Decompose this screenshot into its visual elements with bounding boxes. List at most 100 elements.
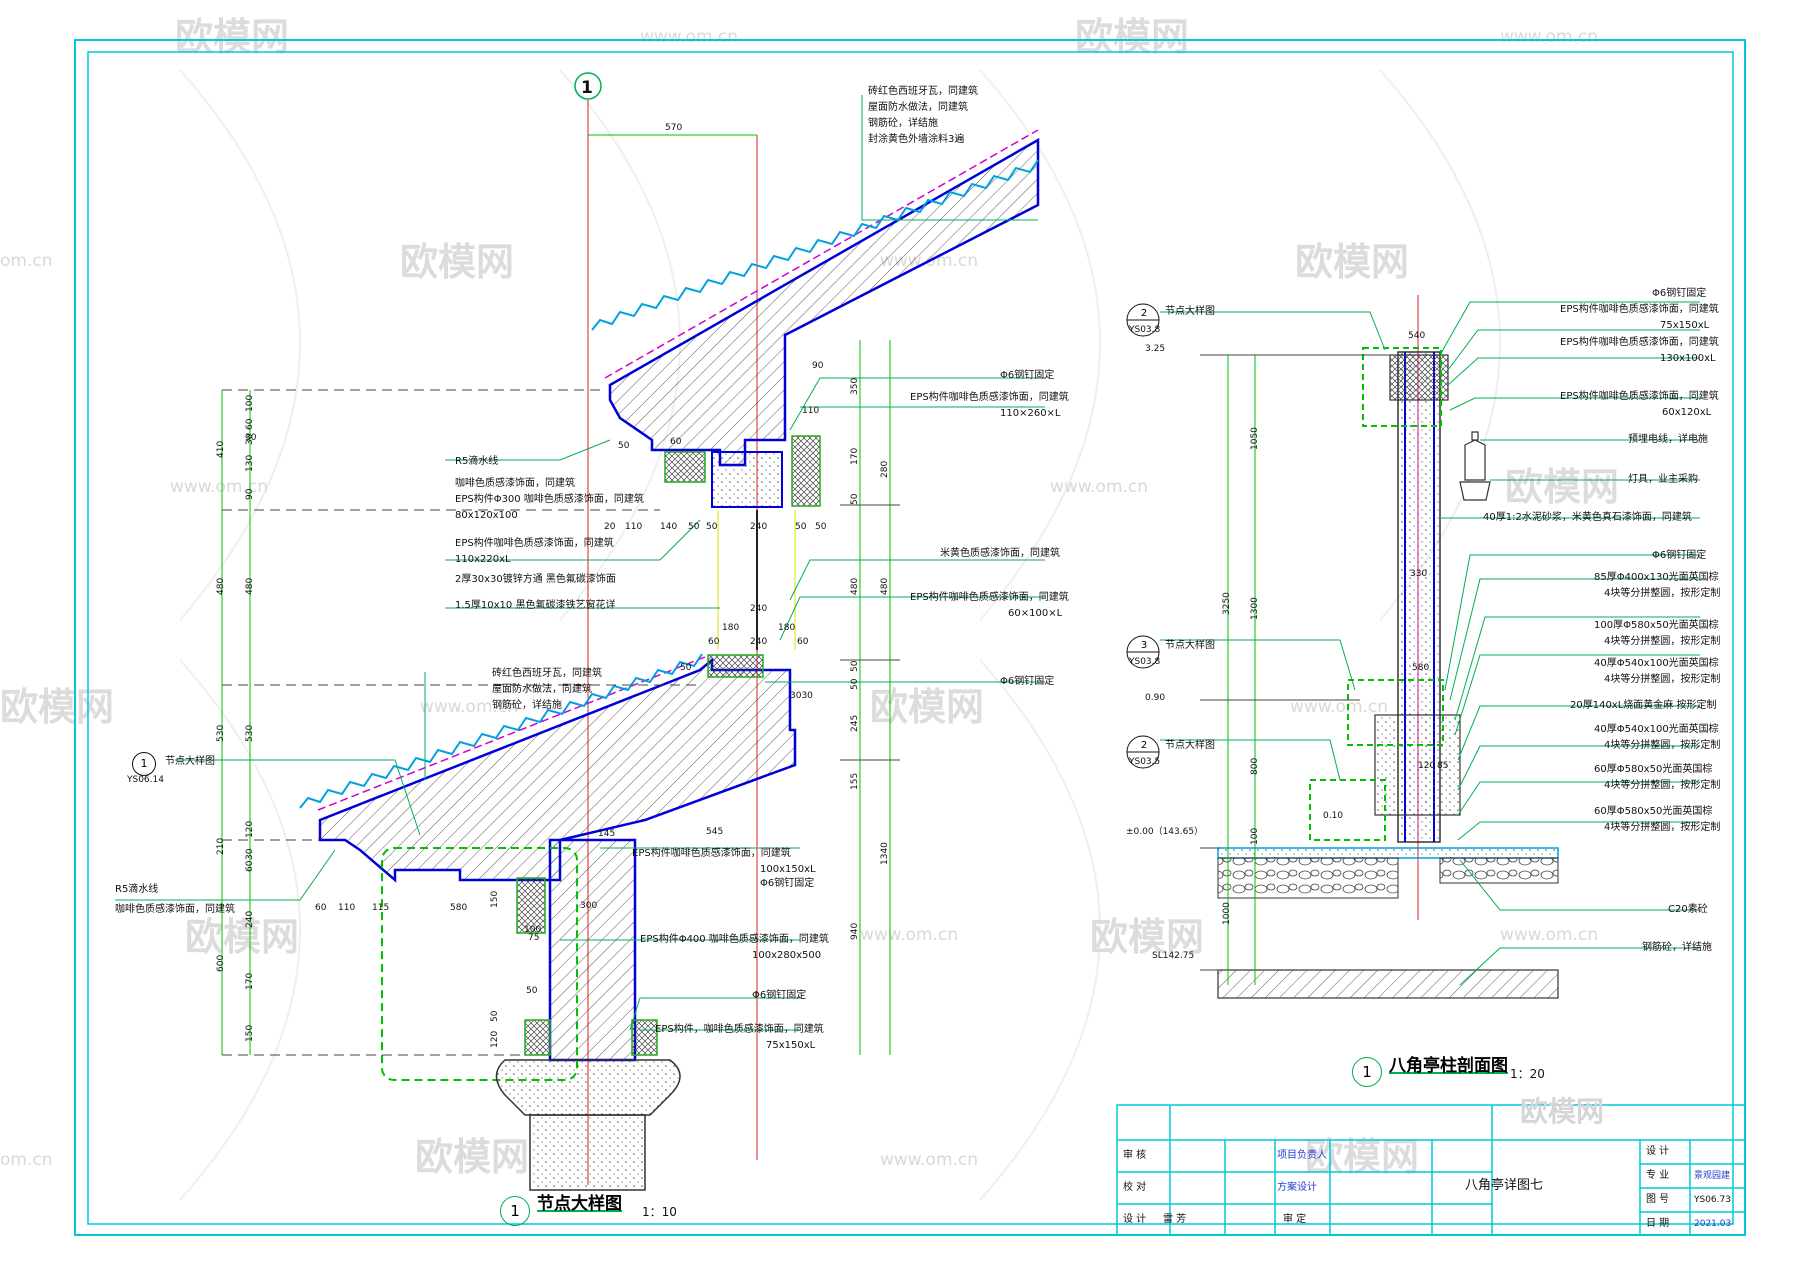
watermark-partial: 欧模网 [1520, 1095, 1605, 1128]
tb-right-value: YS06.73 [1694, 1195, 1731, 1205]
roof-note: 屋面防水做法，同建筑 [868, 102, 968, 113]
section-leader-lines [1160, 301, 1700, 986]
section-note: 钢筋砼，详结施 [1642, 942, 1712, 953]
dim-value: 140 [660, 522, 678, 532]
base-callout [1309, 779, 1386, 841]
finish-note: 米黄色质感漆饰面，同建筑 [940, 548, 1060, 559]
tb-row-label: 审 核 [1123, 1150, 1147, 1161]
elevation: 3.25 [1145, 344, 1166, 354]
dim-value: 480 [245, 577, 255, 595]
section-note-size: 130x100xL [1660, 353, 1716, 364]
tb-right-label: 图 号 [1646, 1194, 1670, 1205]
eps-size: 100x280x500 [752, 950, 822, 961]
node-ref-label: 节点大样图 [165, 756, 215, 767]
tube-note: 2厚30x30镀锌方通 黑色氟碳漆饰面 [455, 574, 616, 585]
section-note: 40厚Φ540x100光面英国棕 [1594, 724, 1719, 735]
dim-total: 530 [216, 724, 226, 742]
roof-note: 砖红色西班牙瓦，同建筑 [868, 86, 978, 97]
tb-right-value: 景观园建 [1694, 1171, 1731, 1181]
section-note-sub: 4块等分拼整圆，按形定制 [1604, 780, 1721, 791]
roof-note: 屋面防水做法，同建筑 [492, 684, 592, 695]
watermark-url-short: om.cn [0, 1150, 53, 1170]
dim-value: 170 [245, 972, 255, 990]
section-note: Φ6钢钉固定 [1652, 288, 1707, 299]
dim-value: 3250 [1222, 592, 1232, 615]
watermark-url: www.om.cn [880, 1150, 978, 1170]
dim-value: 50 [706, 522, 718, 532]
section-dimension-lines [1200, 354, 1398, 985]
dim-value: 540 [1408, 331, 1426, 341]
tb-row-label: 设 计 [1123, 1214, 1147, 1225]
dim-value: 545 [706, 827, 724, 837]
view-number-left: 1 [500, 1196, 530, 1226]
section-note-sub: 4块等分拼整圆，按形定制 [1604, 636, 1721, 647]
eps-size: 60×100×L [1008, 608, 1063, 619]
dim-total: 480 [216, 577, 226, 595]
section-note: 60厚Φ580x50光面英国棕 [1594, 806, 1713, 817]
section-note: 40厚Φ540x100光面英国棕 [1594, 658, 1719, 669]
tb-col2: 方案设计 [1277, 1182, 1317, 1193]
view-number-right: 1 [1352, 1057, 1382, 1087]
watermark-brand: 欧模网 [1090, 915, 1204, 959]
section-note: EPS构件咖啡色质感漆饰面，同建筑 [1560, 391, 1719, 402]
dim-value: 145 [598, 829, 616, 839]
dim-value: 30 [245, 848, 255, 860]
dim-value: 50 [850, 660, 860, 672]
section-note-sub: 4块等分拼整圆，按形定制 [1604, 588, 1721, 599]
dim-value: 50 [795, 522, 807, 532]
dim-value: 100 [524, 925, 542, 935]
dim-value: 1050 [1250, 427, 1260, 450]
dim-value: 150 [245, 1024, 255, 1042]
tb-row-label: 校 对 [1123, 1182, 1147, 1193]
dim-value: 100 [1250, 827, 1260, 845]
elevation: 0.10 [1323, 811, 1344, 821]
dim-value: 240 [750, 637, 768, 647]
dim-value: 150 [490, 890, 500, 908]
watermark-url: www.om.cn [420, 697, 518, 717]
upper-roof-waterproof [604, 129, 1039, 379]
pavilion-column-section-view [1126, 295, 1700, 999]
dim-value: 1000 [1222, 902, 1232, 925]
dim-value: 60 [245, 860, 255, 872]
ref-label: 节点大样图 [1165, 306, 1215, 317]
ref-label: 节点大样图 [1165, 740, 1215, 751]
dim-value: 120 [245, 820, 255, 838]
watermark-url: www.om.cn [1050, 477, 1148, 497]
watermark-url: www.om.cn [1290, 697, 1388, 717]
ref-code: YS03.5 [1129, 757, 1161, 767]
title-block [1116, 1104, 1746, 1236]
node-ref-num: 1 [140, 757, 148, 770]
ref-marker: 2 [1131, 739, 1157, 765]
elevation: SL142.75 [1152, 951, 1195, 961]
upper-roof-slab [608, 137, 1040, 467]
dim-value: 120 [490, 1030, 500, 1048]
finish-note: 咖啡色质感漆饰面，同建筑 [455, 478, 575, 489]
roof-note: 封涂黄色外墙涂料3遍 [868, 134, 965, 145]
section-note: EPS构件咖啡色质感漆饰面，同建筑 [1560, 337, 1719, 348]
dim-total: 1340 [880, 842, 890, 865]
dim-value: 130 [245, 454, 255, 472]
lower-roof-tiles [299, 653, 703, 809]
rebar-note: Φ6钢钉固定 [1000, 370, 1055, 381]
dim-value: 30 [245, 433, 257, 443]
dim-value: 155 [850, 772, 860, 790]
column-base [1374, 714, 1461, 816]
eps-note: EPS构件Φ300 咖啡色质感漆饰面，同建筑 [455, 494, 644, 505]
eps-note: EPS构件咖啡色质感漆饰面，同建筑 [910, 592, 1069, 603]
dim-value: 110 [338, 903, 356, 913]
view-number: 1 [510, 1202, 520, 1220]
grid-marker-label: 1 [581, 78, 593, 98]
dim-value: 110 [625, 522, 643, 532]
gravel-layer [1217, 857, 1399, 899]
tb-right-label: 专 业 [1646, 1170, 1670, 1181]
watermark-brand: 欧模网 [870, 685, 984, 729]
upper-roof-tiles [591, 159, 1039, 331]
node-detail-view: 1 [115, 72, 1045, 1191]
dim-value: 240 [750, 604, 768, 614]
watermark-brand: 欧模网 [0, 685, 114, 729]
eps-size: 110x220xL [455, 554, 511, 565]
eps-size: 100x150xL [760, 864, 816, 875]
lamp-fixture [1459, 431, 1491, 501]
